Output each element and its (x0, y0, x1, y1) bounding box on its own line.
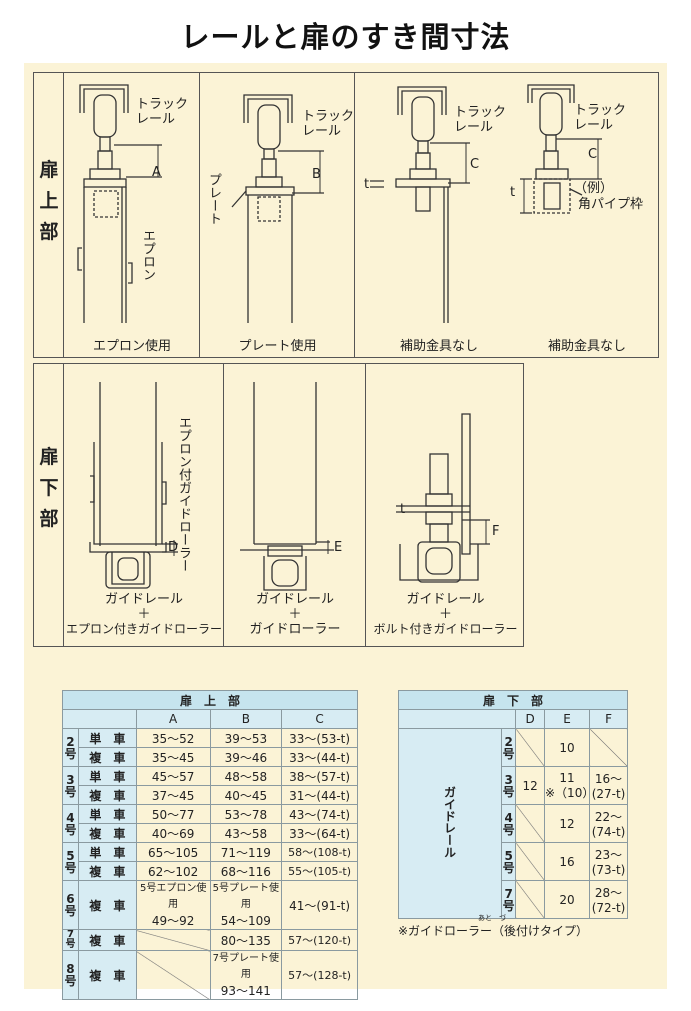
track-rail-label-3: トラックレール (454, 105, 507, 135)
caption-no-bracket-1: 補助金具なし (399, 339, 478, 354)
col-a: A (135, 709, 211, 729)
dim-e-label: E (334, 540, 343, 555)
roller-cell (224, 364, 366, 646)
table-bottom-header: 扉 下 部 (398, 690, 628, 710)
dim-d-label: D (168, 540, 179, 555)
dim-c-label-1: C (470, 157, 480, 172)
apron-label: エプロン (140, 229, 155, 281)
dim-b-label: B (312, 167, 321, 182)
col-d: D (515, 709, 545, 729)
track-rail-1 (79, 84, 129, 113)
footnote: ※ガイドローラー（後付けタイプ） (398, 924, 589, 938)
table-top-header: 扉 上 部 (62, 690, 358, 710)
track-rail-label-1: トラックレール (136, 97, 189, 127)
caption-roller: ガイドレール＋ガイドローラー (249, 592, 341, 637)
caption-bolt-roller: ガイドレール＋ボルト付きガイドローラー (373, 592, 518, 636)
dim-c-label-2: C (588, 147, 598, 162)
col-f: F (589, 709, 628, 729)
bottom-section-label: 扉下部 (39, 446, 59, 530)
note-ruby: あと づ (478, 914, 506, 922)
example-label: （例） (574, 181, 614, 196)
caption-apron: エプロン使用 (92, 339, 171, 354)
caption-no-bracket-2: 補助金具なし (547, 339, 626, 354)
bottom-drawings (89, 382, 490, 591)
dim-t-label-1: t (364, 177, 370, 192)
dim-a-label: A (152, 165, 161, 180)
dim-t-label-2: t (510, 185, 516, 200)
col-b: B (209, 709, 283, 729)
apron-cell (64, 73, 200, 357)
top-section-label: 扉上部 (39, 159, 59, 243)
plate-label: プレート (206, 173, 221, 225)
caption-apron-roller: ガイドレール＋エプロン付きガイドローラー (65, 592, 222, 636)
col-c: C (281, 709, 358, 729)
dim-f-label: F (492, 524, 500, 539)
caption-plate: プレート使用 (238, 339, 317, 354)
bottom-section-panel: 扉下部 (33, 363, 524, 647)
page-title: レールと扉のすき間寸法 (180, 20, 511, 54)
apron-roller-cell (64, 364, 224, 646)
plate-cell (200, 73, 355, 357)
apron-guide-roller-label: エプロン付ガイドローラー (176, 416, 191, 572)
col-e: E (543, 709, 591, 729)
track-rail-label-4: トラックレール (574, 103, 627, 133)
top-section-panel: 扉上部 (33, 72, 659, 358)
track-rail-label-2: トラックレール (302, 109, 355, 139)
dim-t-label-3: t (400, 502, 406, 517)
square-pipe-label: 角パイプ枠 (578, 197, 644, 212)
top-drawings (77, 84, 602, 323)
top-label-cell (34, 73, 64, 357)
bottom-label-cell (34, 364, 64, 646)
